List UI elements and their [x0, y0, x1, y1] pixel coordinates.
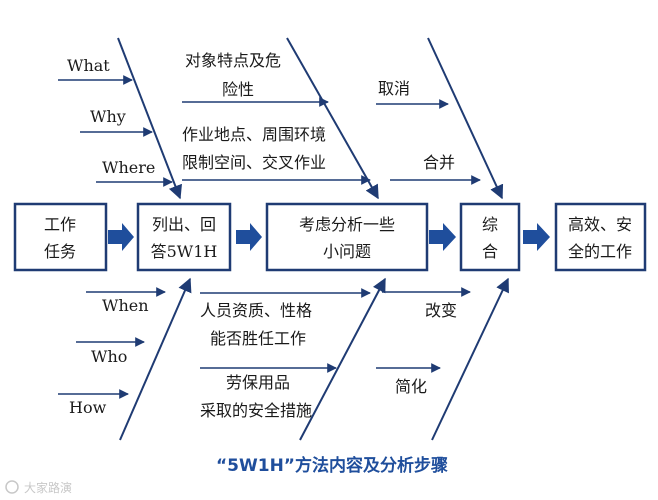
block-arrow-3: [429, 223, 456, 251]
bone-object-place: [286, 37, 379, 200]
box-list-line1: 列出、回: [152, 215, 216, 234]
block-arrow-1: [108, 223, 134, 251]
label-object-line1: 对象特点及危: [185, 51, 281, 70]
label-why: Why: [90, 107, 126, 126]
box-combine: 综 合: [459, 202, 521, 272]
label-cancel: 取消: [378, 79, 410, 98]
label-place-line1: 作业地点、周围环境: [182, 125, 326, 144]
box-consider-line1: 考虑分析一些: [299, 215, 395, 234]
watermark-logo-icon: [5, 480, 19, 494]
label-who: Who: [91, 347, 127, 366]
label-ppe-line1: 劳保用品: [226, 373, 290, 392]
box-result: 高效、安 全的工作: [554, 202, 647, 272]
box-task-line2: 任务: [44, 242, 76, 261]
box-list-5w1h: 列出、回 答5W1H: [136, 202, 232, 272]
label-personnel-line1: 人员资质、性格: [200, 301, 312, 320]
box-result-line2: 全的工作: [568, 242, 632, 261]
box-task: 工作 任务: [13, 202, 108, 272]
box-consider-line2: 小问题: [323, 242, 371, 261]
label-change: 改变: [425, 301, 457, 320]
bone-cancel-merge: [427, 37, 504, 200]
box-combine-line1: 综: [482, 215, 498, 234]
diagram-caption: “5W1H”方法内容及分析步骤: [216, 455, 448, 476]
box-result-line1: 高效、安: [568, 215, 632, 234]
label-when: When: [102, 296, 149, 315]
block-arrow-4: [523, 223, 550, 251]
block-arrow-2: [236, 223, 262, 251]
watermark-text: 大家路演: [24, 480, 72, 495]
box-combine-line2: 合: [482, 242, 498, 261]
label-ppe-line2: 采取的安全措施: [200, 401, 312, 420]
bone-what-why-where: [117, 37, 182, 200]
box-list-line2: 答5W1H: [151, 242, 218, 261]
label-simplify: 简化: [395, 377, 427, 396]
box-task-line1: 工作: [44, 215, 76, 234]
label-where: Where: [102, 158, 155, 177]
label-merge: 合并: [423, 153, 455, 172]
label-personnel-line2: 能否胜任工作: [210, 329, 306, 348]
label-place-line2: 限制空间、交叉作业: [182, 153, 326, 172]
bone-when-who-how: [119, 277, 192, 441]
box-consider: 考虑分析一些 小问题: [265, 202, 429, 272]
label-how: How: [69, 398, 107, 417]
label-object-line2: 险性: [222, 80, 254, 99]
bone-personnel-ppe: [299, 277, 386, 441]
label-what: What: [67, 56, 110, 75]
bone-change-simplify: [431, 277, 509, 441]
